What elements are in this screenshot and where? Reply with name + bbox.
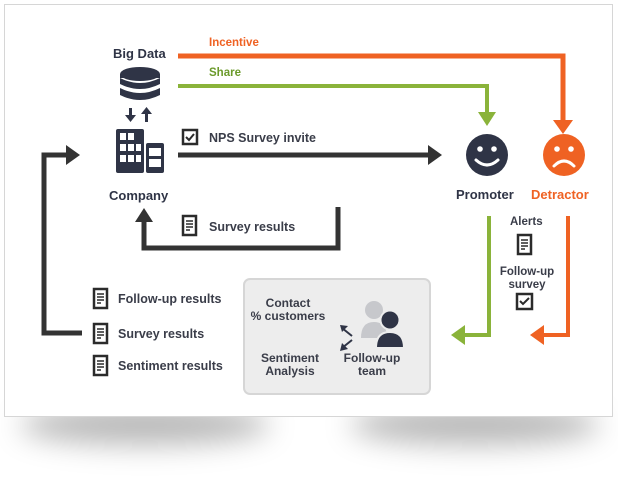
- survey-results-return-arrow: [135, 207, 341, 251]
- followup-survey-line2: survey: [508, 279, 546, 291]
- followup-survey-line1: Follow-up: [499, 266, 555, 278]
- results-loop-arrow: [41, 145, 82, 336]
- team-line2: team: [357, 364, 386, 378]
- survey-results-label: Survey results: [118, 327, 205, 341]
- building-icon: [116, 129, 164, 173]
- contact-line2: % customers: [250, 309, 326, 323]
- promoter-followup-arrow: [451, 216, 491, 345]
- survey-results-top-label: Survey results: [209, 220, 296, 234]
- share-label: Share: [209, 67, 241, 79]
- alerts-label: Alerts: [510, 216, 543, 228]
- contact-customers-label: Contact % customers: [248, 297, 328, 323]
- incentive-arrow: [178, 53, 573, 134]
- followup-team-label: Follow-up team: [334, 352, 410, 378]
- followup-survey-checkbox-icon: [515, 292, 534, 311]
- big-data-label: Big Data: [113, 46, 166, 61]
- nps-invite-arrow: [178, 145, 442, 165]
- sad-face-icon: [543, 134, 585, 176]
- contact-line1: Contact: [265, 296, 311, 310]
- sentiment-results-label: Sentiment results: [118, 359, 223, 373]
- survey-results-document-icon: [92, 322, 109, 345]
- users-icon: [361, 301, 406, 349]
- sentiment-analysis-label: Sentiment Analysis: [252, 352, 328, 378]
- database-icon: [120, 67, 160, 100]
- followup-team-box: [243, 278, 431, 395]
- detractor-followup-arrow: [530, 216, 570, 345]
- followup-results-document-icon: [92, 287, 109, 310]
- alerts-document-icon: [516, 233, 533, 256]
- followup-box-graphics: [340, 301, 406, 351]
- promoter-label: Promoter: [456, 187, 514, 202]
- sentiment-results-document-icon: [92, 354, 109, 377]
- detractor-label: Detractor: [531, 187, 589, 202]
- nps-survey-invite-label: NPS Survey invite: [209, 131, 316, 145]
- sentiment-line2: Analysis: [265, 364, 315, 378]
- document-icon: [181, 214, 198, 237]
- company-label: Company: [109, 188, 169, 203]
- followup-results-label: Follow-up results: [118, 292, 222, 306]
- incentive-label: Incentive: [209, 37, 259, 49]
- followup-survey-label: Follow-up survey: [497, 266, 557, 292]
- team-line1: Follow-up: [343, 351, 401, 365]
- smiley-face-icon: [466, 134, 508, 176]
- sync-arrows-icon: [125, 107, 152, 122]
- sentiment-line1: Sentiment: [260, 351, 319, 365]
- checkbox-icon: [181, 128, 199, 146]
- share-arrow: [178, 84, 496, 126]
- expand-arrows-icon: [340, 325, 353, 351]
